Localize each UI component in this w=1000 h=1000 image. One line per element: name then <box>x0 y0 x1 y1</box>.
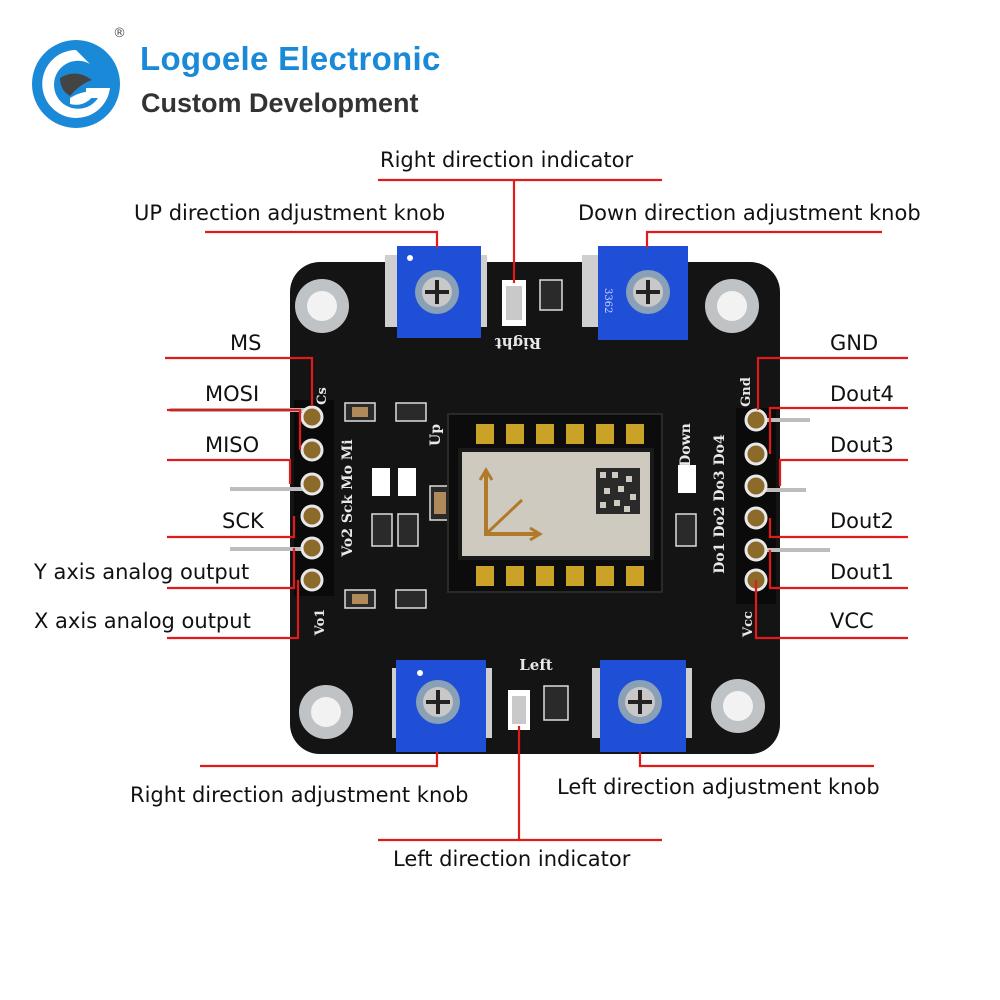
mounting-hole-bottom-right <box>711 679 765 733</box>
label-gnd: GND <box>830 331 879 355</box>
brand-logo <box>30 38 122 130</box>
brand-tagline: Custom Development <box>141 88 419 118</box>
chip-pins-top <box>476 424 644 444</box>
silk-up: Up <box>428 424 444 446</box>
label-dout3: Dout3 <box>830 433 894 457</box>
label-up-knob: UP direction adjustment knob <box>134 201 446 225</box>
label-left-direction-indicator: Left direction indicator <box>393 847 631 871</box>
label-mosi: MOSI <box>205 382 260 406</box>
silk-gnd: Gnd <box>739 377 754 407</box>
label-dout1: Dout1 <box>830 560 894 584</box>
silk-cs: Cs <box>315 387 330 405</box>
label-x-analog: X axis analog output <box>34 609 251 633</box>
label-dout4: Dout4 <box>830 382 894 406</box>
label-vcc: VCC <box>830 609 874 633</box>
pot-right <box>392 660 492 752</box>
label-down-knob: Down direction adjustment knob <box>578 201 921 225</box>
header-right <box>736 408 830 604</box>
smd-caps-tan <box>352 407 446 604</box>
silk-pot-code: 3362 <box>602 288 613 313</box>
silk-left: Left <box>519 656 553 674</box>
mounting-hole-top-left <box>295 279 349 333</box>
registered-mark: ® <box>113 26 126 41</box>
mounting-hole-top-right <box>705 279 759 333</box>
silk-vcc: Vcc <box>741 611 756 638</box>
silk-vo1: Vo1 <box>313 609 328 637</box>
label-sck: SCK <box>222 509 264 533</box>
pot-left <box>592 660 692 752</box>
header-left <box>170 400 334 596</box>
led-left <box>508 690 530 730</box>
label-right-direction-indicator: Right direction indicator <box>380 148 634 172</box>
label-left-knob: Left direction adjustment knob <box>557 775 880 799</box>
pot-down: 3362 <box>582 246 688 340</box>
label-dout2: Dout2 <box>830 509 894 533</box>
label-ms: MS <box>230 331 262 355</box>
silk-right-header: Do1 Do2 Do3 Do4 <box>712 434 728 574</box>
leader-lines <box>165 178 908 842</box>
mounting-hole-bottom-left <box>299 685 353 739</box>
silk-right: Right <box>495 334 542 352</box>
sensor-chip <box>447 413 663 593</box>
label-right-knob: Right direction adjustment knob <box>130 783 469 807</box>
silk-left-header: Vo2 Sck Mo Mi <box>340 439 356 557</box>
led-right <box>502 280 526 326</box>
label-y-analog: Y axis analog output <box>34 560 250 584</box>
brand-name: Logoele Electronic <box>140 40 441 77</box>
led-down <box>678 465 696 493</box>
label-miso: MISO <box>205 433 260 457</box>
led-pair-left <box>372 468 416 496</box>
chip-pins-bottom <box>476 566 644 586</box>
silk-down: Down <box>678 423 694 467</box>
pot-up <box>385 246 487 338</box>
logo-mark-icon <box>32 40 120 128</box>
